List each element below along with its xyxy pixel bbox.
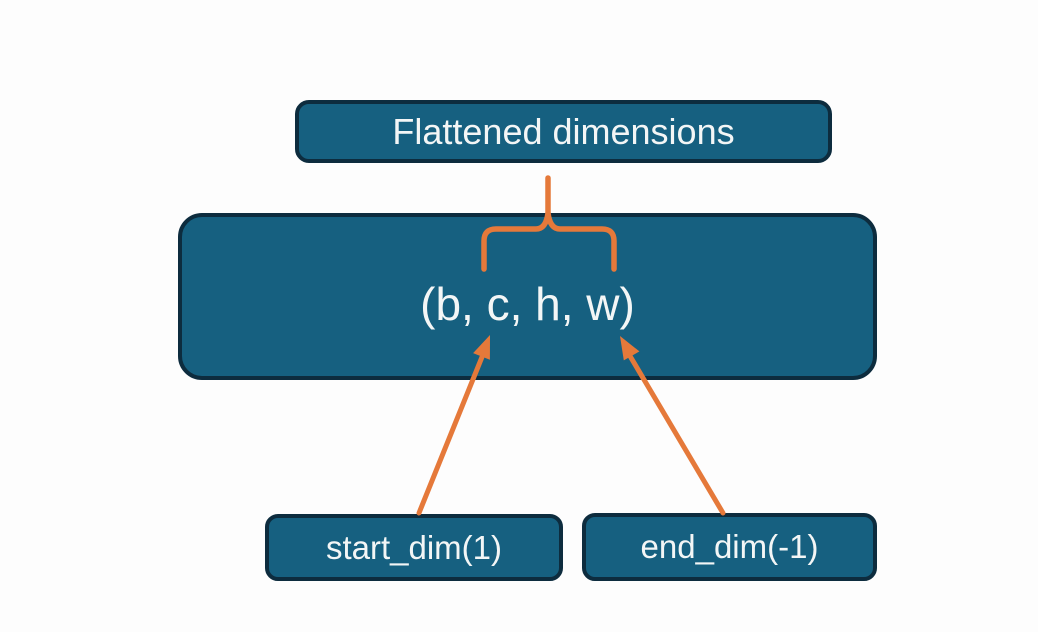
node-tensor-shape-label: (b, c, h, w) xyxy=(420,277,635,330)
node-start-dim: start_dim(1) xyxy=(265,514,563,581)
node-flattened-dimensions-label: Flattened dimensions xyxy=(392,110,735,152)
node-flattened-dimensions: Flattened dimensions xyxy=(295,100,832,163)
node-tensor-shape: (b, c, h, w) xyxy=(178,213,877,380)
node-start-dim-label: start_dim(1) xyxy=(325,528,503,566)
node-end-dim-label: end_dim(-1) xyxy=(640,528,819,565)
node-end-dim: end_dim(-1) xyxy=(582,513,877,581)
arrow-start-dim-line xyxy=(416,354,485,516)
